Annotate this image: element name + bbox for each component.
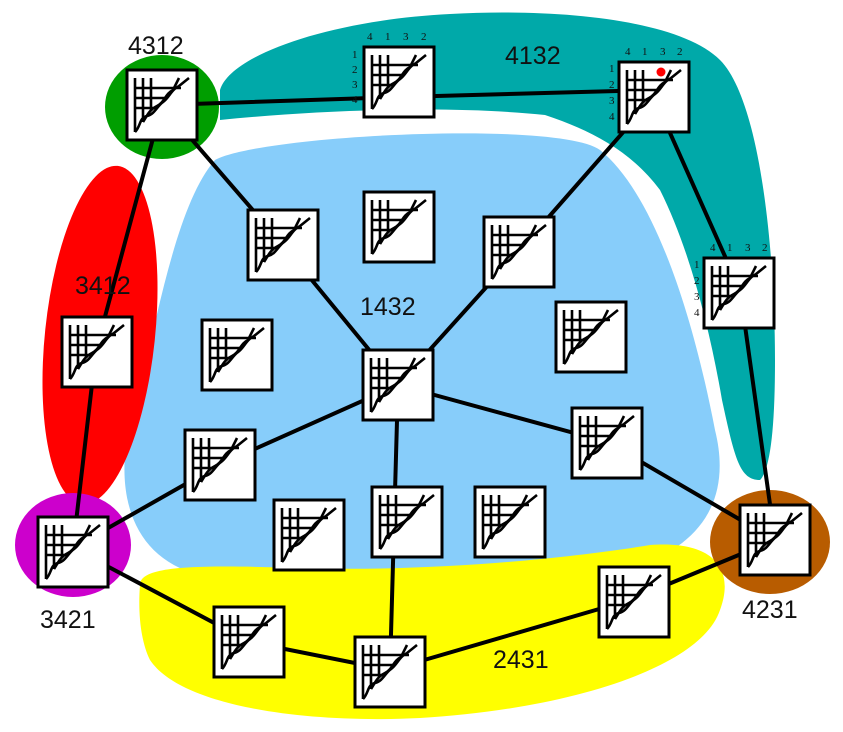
wiring-tile-icon	[362, 190, 436, 264]
edge	[160, 95, 402, 107]
strand-label-top: 3	[403, 31, 409, 43]
strand-label-left: 1	[609, 63, 615, 75]
region-labels: 4312 4132 3412 1432 3421 4231 2431	[40, 32, 798, 674]
wiring-tile-icon	[361, 348, 435, 422]
wiring-tile-icon	[200, 318, 274, 392]
wiring-tile-icon	[702, 256, 776, 330]
strand-label-top: 4	[625, 46, 631, 58]
edge	[94, 103, 164, 352]
wiring-tile-icon	[212, 605, 286, 679]
wiring-tile-icon	[473, 485, 547, 559]
wiring-tile-icon	[353, 635, 427, 709]
strand-label-top: 2	[677, 46, 683, 58]
wiring-tile-icon	[125, 68, 199, 142]
strand-label-left: 4	[694, 307, 700, 319]
strand-label-top: 1	[642, 46, 648, 58]
edge	[738, 288, 777, 542]
strand-label-top: 1	[385, 31, 391, 43]
strand-label-top: 2	[421, 31, 427, 43]
region-label-3421: 3421	[40, 606, 96, 634]
wiring-tile-icon	[36, 515, 110, 589]
wiring-tile-icon	[60, 315, 134, 389]
strand-label-left: 2	[694, 275, 700, 287]
region-label-4132: 4132	[505, 42, 561, 70]
wiring-tile-icon	[362, 45, 436, 119]
wiring-tile-icon	[570, 406, 644, 480]
region-label-2431: 2431	[493, 646, 549, 674]
strand-label-left: 4	[352, 94, 358, 106]
edge	[398, 88, 656, 99]
strand-label-left: 3	[609, 95, 615, 107]
region-label-1432: 1432	[360, 293, 416, 321]
strand-label-top: 4	[710, 242, 716, 254]
marker-dot	[656, 67, 666, 77]
strand-label-left: 4	[609, 111, 615, 123]
strand-label-left: 1	[694, 259, 700, 271]
strand-label-top: 1	[727, 242, 733, 254]
strand-label-left: 2	[609, 79, 615, 91]
wiring-tile-icon	[370, 485, 444, 559]
strand-label-left: 1	[352, 49, 358, 61]
wiring-tile-icon	[183, 428, 257, 502]
edge	[388, 598, 632, 672]
strand-labels: 4 1 3 2 1 2 3 4 4 1 3 2 1 2 3 4 4 1 3 2 …	[352, 31, 768, 319]
region-label-4312: 4312	[128, 32, 184, 60]
wiring-tile-icon	[738, 503, 812, 577]
region-label-4231: 4231	[742, 596, 798, 624]
strand-label-top: 4	[367, 31, 373, 43]
region-2431	[139, 544, 725, 720]
region-label-3412: 3412	[75, 272, 131, 300]
wiring-tile-icon	[272, 498, 346, 572]
strand-label-top: 3	[745, 242, 751, 254]
strand-label-left: 3	[694, 291, 700, 303]
wiring-tile-icon	[554, 300, 628, 374]
strand-label-left: 3	[352, 79, 358, 91]
strand-label-left: 2	[352, 64, 358, 76]
strand-label-top: 2	[762, 242, 768, 254]
strand-label-top: 3	[660, 46, 666, 58]
wiring-tile-icon	[597, 565, 671, 639]
wiring-tile-icon	[246, 208, 320, 282]
wiring-tile-icon	[482, 215, 556, 289]
wiring-tile-icon	[617, 60, 691, 134]
